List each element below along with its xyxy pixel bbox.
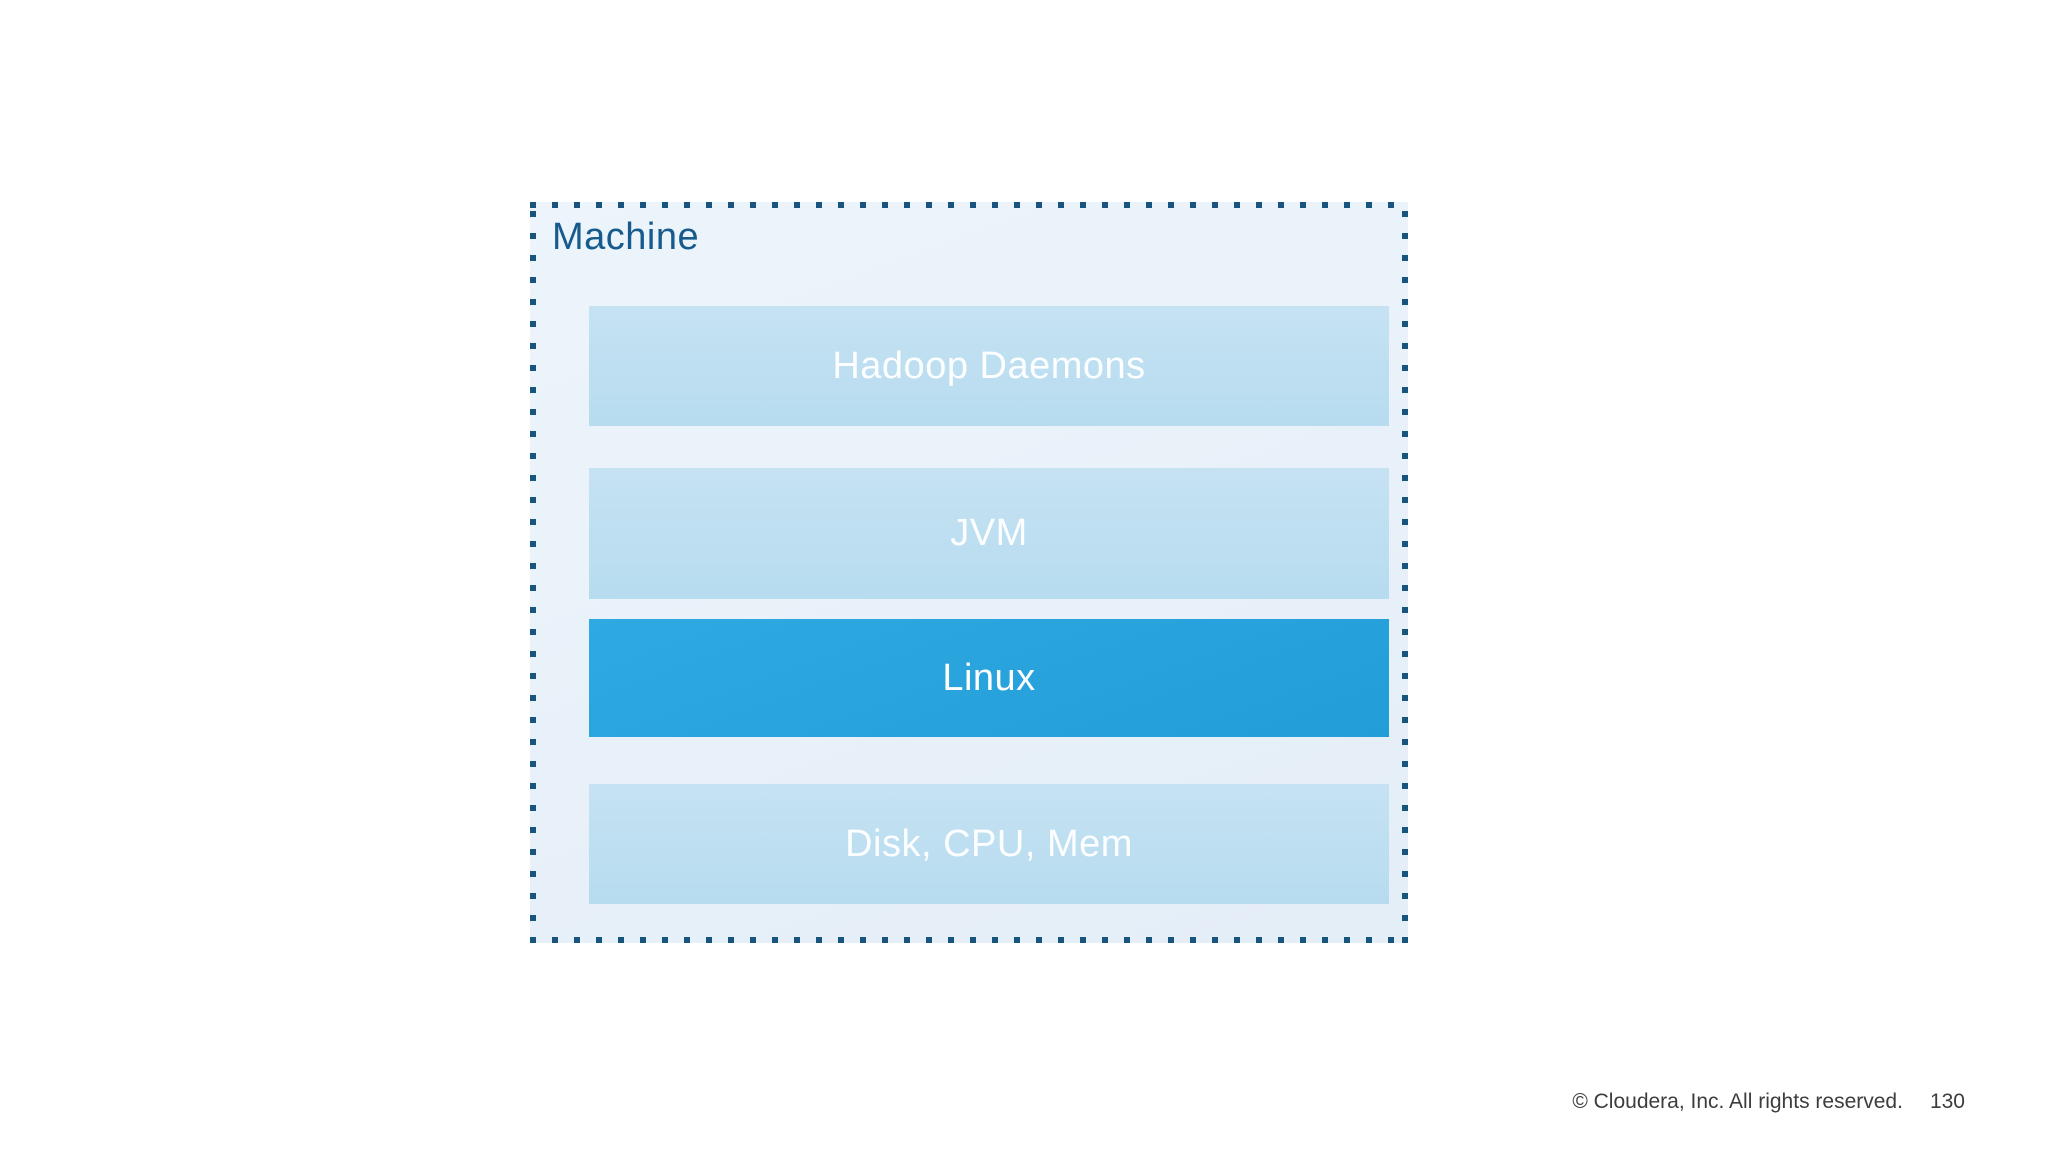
slide-footer: © Cloudera, Inc. All rights reserved. 13… xyxy=(1572,1090,1965,1114)
machine-box: Machine Hadoop Daemons JVM Linux Disk, C… xyxy=(530,202,1408,943)
machine-box-label: Machine xyxy=(552,216,700,258)
copyright-text: © Cloudera, Inc. All rights reserved. xyxy=(1572,1090,1903,1113)
layer-jvm-label: JVM xyxy=(950,512,1028,554)
layer-linux: Linux xyxy=(589,619,1389,737)
layer-disk-cpu-mem: Disk, CPU, Mem xyxy=(589,784,1389,904)
layer-linux-label: Linux xyxy=(942,656,1036,699)
layer-disk-cpu-mem-label: Disk, CPU, Mem xyxy=(845,822,1133,865)
layer-hadoop-daemons-label: Hadoop Daemons xyxy=(832,344,1146,387)
layer-jvm: JVM xyxy=(589,468,1389,599)
layer-hadoop-daemons: Hadoop Daemons xyxy=(589,306,1389,426)
page-number: 130 xyxy=(1929,1090,1965,1113)
